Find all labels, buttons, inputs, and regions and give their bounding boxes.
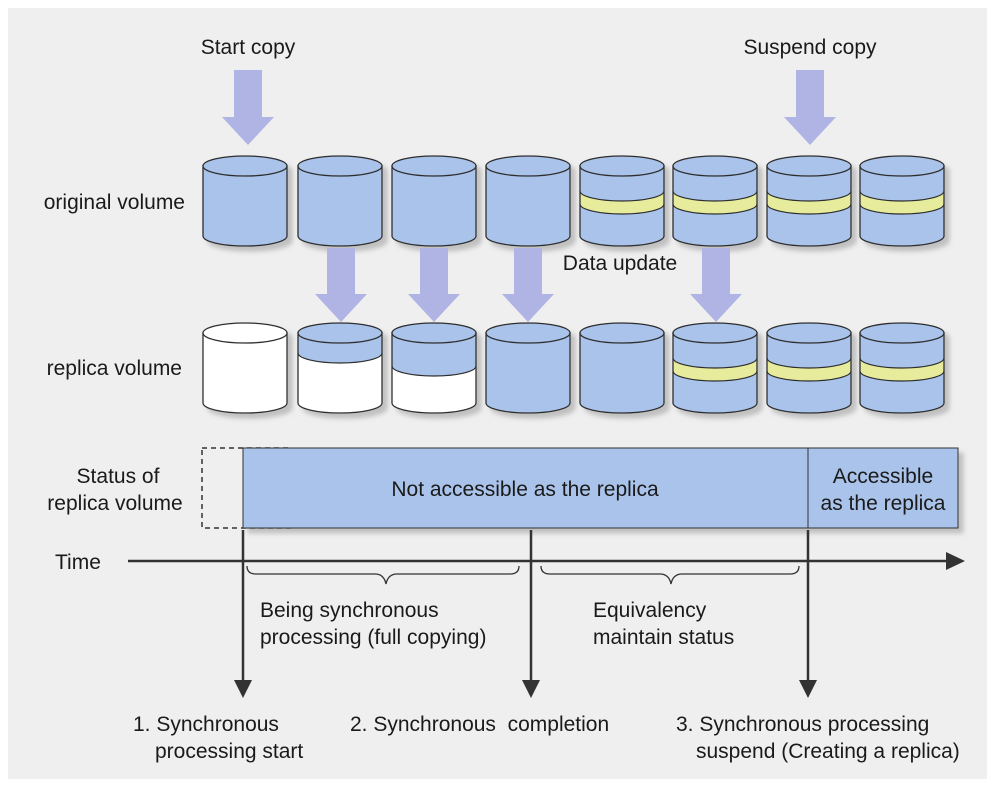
not-accessible-label: Not accessible as the replica [391, 478, 659, 501]
update-band [860, 191, 944, 214]
original-volume-label: original volume [44, 191, 185, 214]
copy-arrows [315, 248, 742, 322]
phase1-brace [246, 565, 520, 585]
original-volume-5 [579, 155, 665, 247]
replica-volume-3 [391, 322, 477, 414]
start-copy-label: Start copy [201, 36, 296, 59]
event3-label-line1: 3. Synchronous processing [676, 713, 929, 736]
event2-label: 2. Synchronous completion [350, 713, 609, 736]
event1-label-line2: processing start [155, 740, 303, 763]
original-volume-4 [485, 155, 571, 247]
data-update-label: Data update [563, 252, 677, 275]
phase1-label-line1: Being synchronous [260, 599, 439, 622]
event2-arrowhead [522, 680, 540, 698]
event3-label-line2: suspend (Creating a replica) [696, 740, 960, 763]
time-label: Time [55, 551, 101, 574]
phase2-label-line2: maintain status [593, 626, 734, 649]
suspend-copy-arrow [784, 70, 836, 145]
original-volume-7 [766, 155, 852, 247]
replica-volume-5 [579, 322, 665, 414]
original-volume-8 [859, 155, 945, 247]
copy-arrow-3 [502, 248, 554, 322]
suspend-copy-label: Suspend copy [743, 36, 877, 59]
event3-arrowhead [799, 680, 817, 698]
event1-arrowhead [234, 680, 252, 698]
copy-arrow-1 [315, 248, 367, 322]
event1-label-line1: 1. Synchronous [133, 713, 279, 736]
copy-arrow-4 [690, 248, 742, 322]
update-band [860, 358, 944, 381]
update-band [580, 191, 664, 214]
update-band [767, 191, 851, 214]
accessible-bar [807, 447, 959, 529]
event-markers [234, 530, 817, 698]
original-volume-row [202, 155, 945, 247]
replica-volume-7 [766, 322, 852, 414]
update-band [673, 191, 757, 214]
start-copy-arrow [222, 70, 274, 145]
replica-volume-row [202, 322, 945, 414]
replica-volume-label: replica volume [47, 357, 182, 380]
status-section: Status of replica volume Not accessible … [47, 447, 959, 529]
status-label-line2: replica volume [47, 492, 182, 515]
replica-volume-1 [202, 322, 288, 414]
original-volume-3 [391, 155, 477, 247]
original-volume-2 [297, 155, 383, 247]
original-volume-6 [672, 155, 758, 247]
status-label-line1: Status of [77, 465, 160, 488]
update-band [673, 358, 757, 381]
replica-volume-8 [859, 322, 945, 414]
phase2-label-line1: Equivalency [593, 599, 707, 622]
update-band [767, 358, 851, 381]
phase1-label-line2: processing (full copying) [260, 626, 486, 649]
phase2-brace [540, 565, 800, 585]
original-volume-1 [202, 155, 288, 247]
time-axis-arrowhead [946, 552, 965, 570]
accessible-label-line1: Accessible [833, 465, 933, 488]
replica-volume-4 [485, 322, 571, 414]
copy-arrow-2 [408, 248, 460, 322]
accessible-label-line2: as the replica [821, 492, 946, 515]
replica-volume-2 [297, 322, 383, 414]
replica-volume-6 [672, 322, 758, 414]
